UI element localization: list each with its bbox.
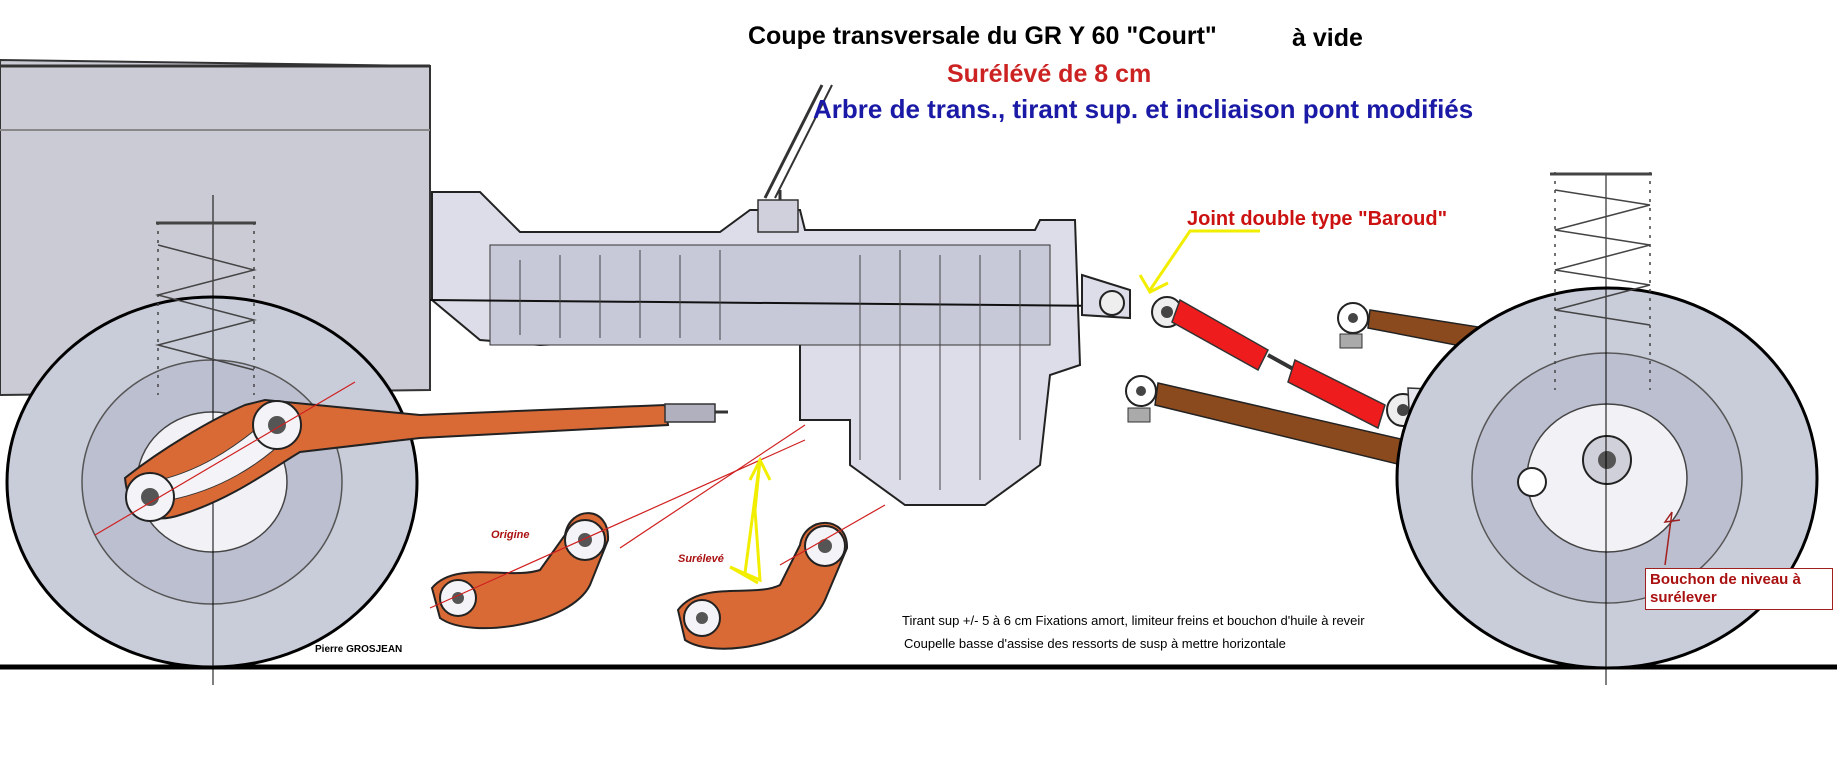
raised-label: Surélévé de 8 cm [947,60,1152,88]
body-panel [0,58,431,397]
origine-label: Origine [491,529,530,541]
yellow-arrows [729,229,1260,585]
note-line-2: Coupelle basse d'assise des ressorts de … [904,636,1286,651]
modifications-label: Arbre de trans., tirant sup. et incliais… [813,94,1474,124]
joint-label: Joint double type "Baroud" [1187,208,1448,230]
bouchon-callout: Bouchon de niveau à surélever [1645,568,1833,610]
arm-sureleve-drawing [619,424,886,650]
gearbox [429,84,1111,506]
sureleve-label: Surélevé [678,553,724,565]
left-spring [155,221,257,395]
arm-origine-drawing [429,439,806,630]
author-credit: Pierre GROSJEAN [315,644,403,655]
load-state-label: à vide [1292,24,1363,52]
note-line-1: Tirant sup +/- 5 à 6 cm Fixations amort,… [902,613,1365,628]
right-wheel [1395,175,1819,685]
right-spring [1550,172,1652,390]
diagram-title: Coupe transversale du GR Y 60 "Court" [748,22,1217,50]
left-trailing-arm [94,381,728,536]
